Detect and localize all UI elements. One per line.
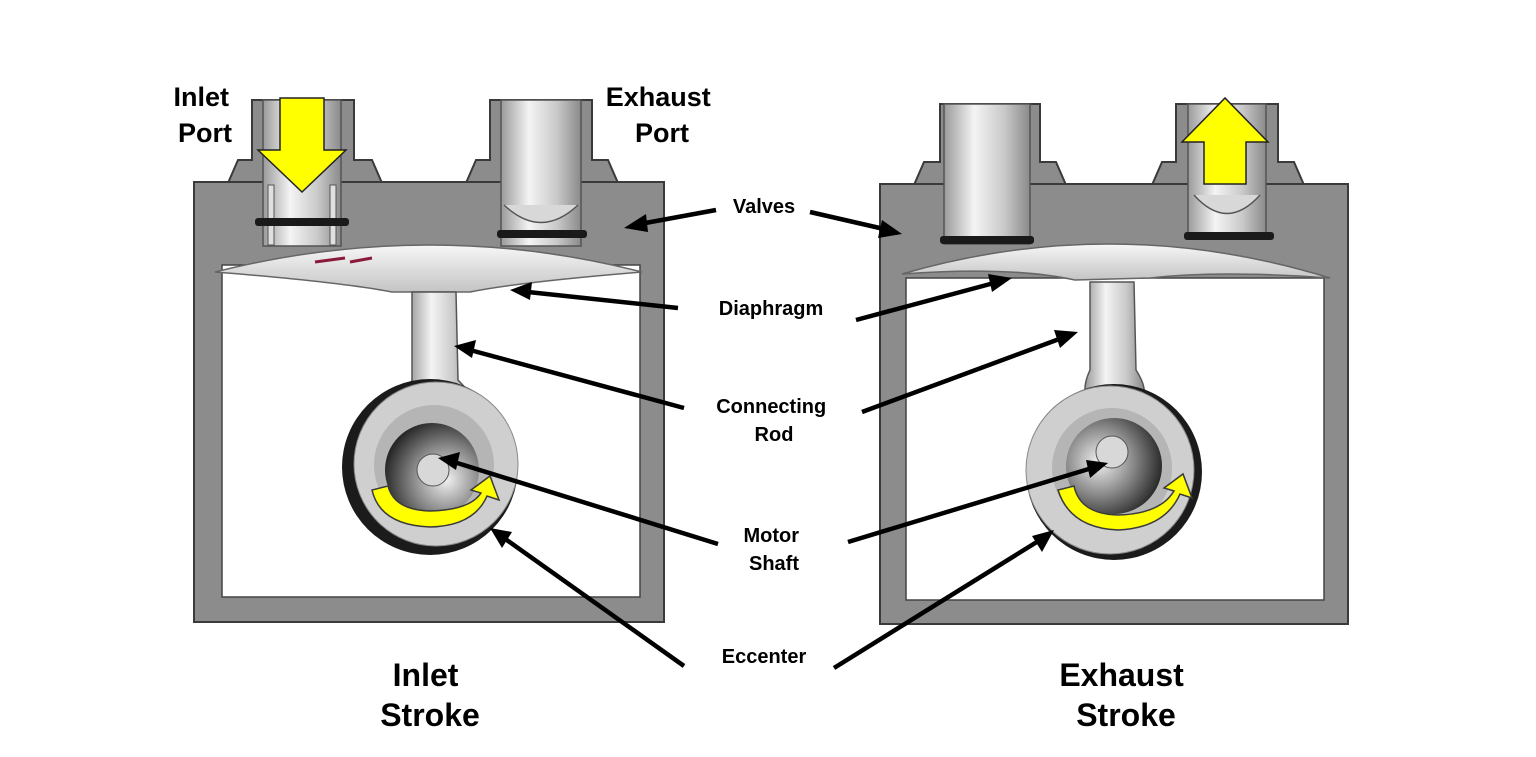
exhaust-flow-arrow (1180, 96, 1270, 185)
rotation-arrow (371, 474, 501, 528)
exhaust-port-label: Exhaust Port (606, 82, 719, 148)
diaphragm-label: Diaphragm (719, 298, 823, 320)
inlet-flow-arrow (256, 97, 348, 194)
inlet-stroke-title: Inlet Stroke (380, 657, 480, 733)
exhaust-stroke-pump (879, 96, 1349, 625)
exhaust-valve (497, 230, 587, 238)
valves-label: Valves (733, 196, 795, 218)
inlet-port-label: Inlet Port (173, 82, 236, 148)
connecting-rod-label: Connecting Rod (716, 396, 832, 446)
leader-lines (438, 207, 1108, 670)
exhaust-stroke-title: Exhaust Stroke (1059, 657, 1192, 733)
motor-shaft (416, 453, 450, 487)
motor-shaft-label: Motor Shaft (743, 525, 804, 575)
eccenter-label: Eccenter (722, 646, 807, 668)
inlet-valve (255, 218, 349, 226)
inlet-stroke-pump (193, 97, 665, 623)
diaphragm (214, 244, 643, 293)
